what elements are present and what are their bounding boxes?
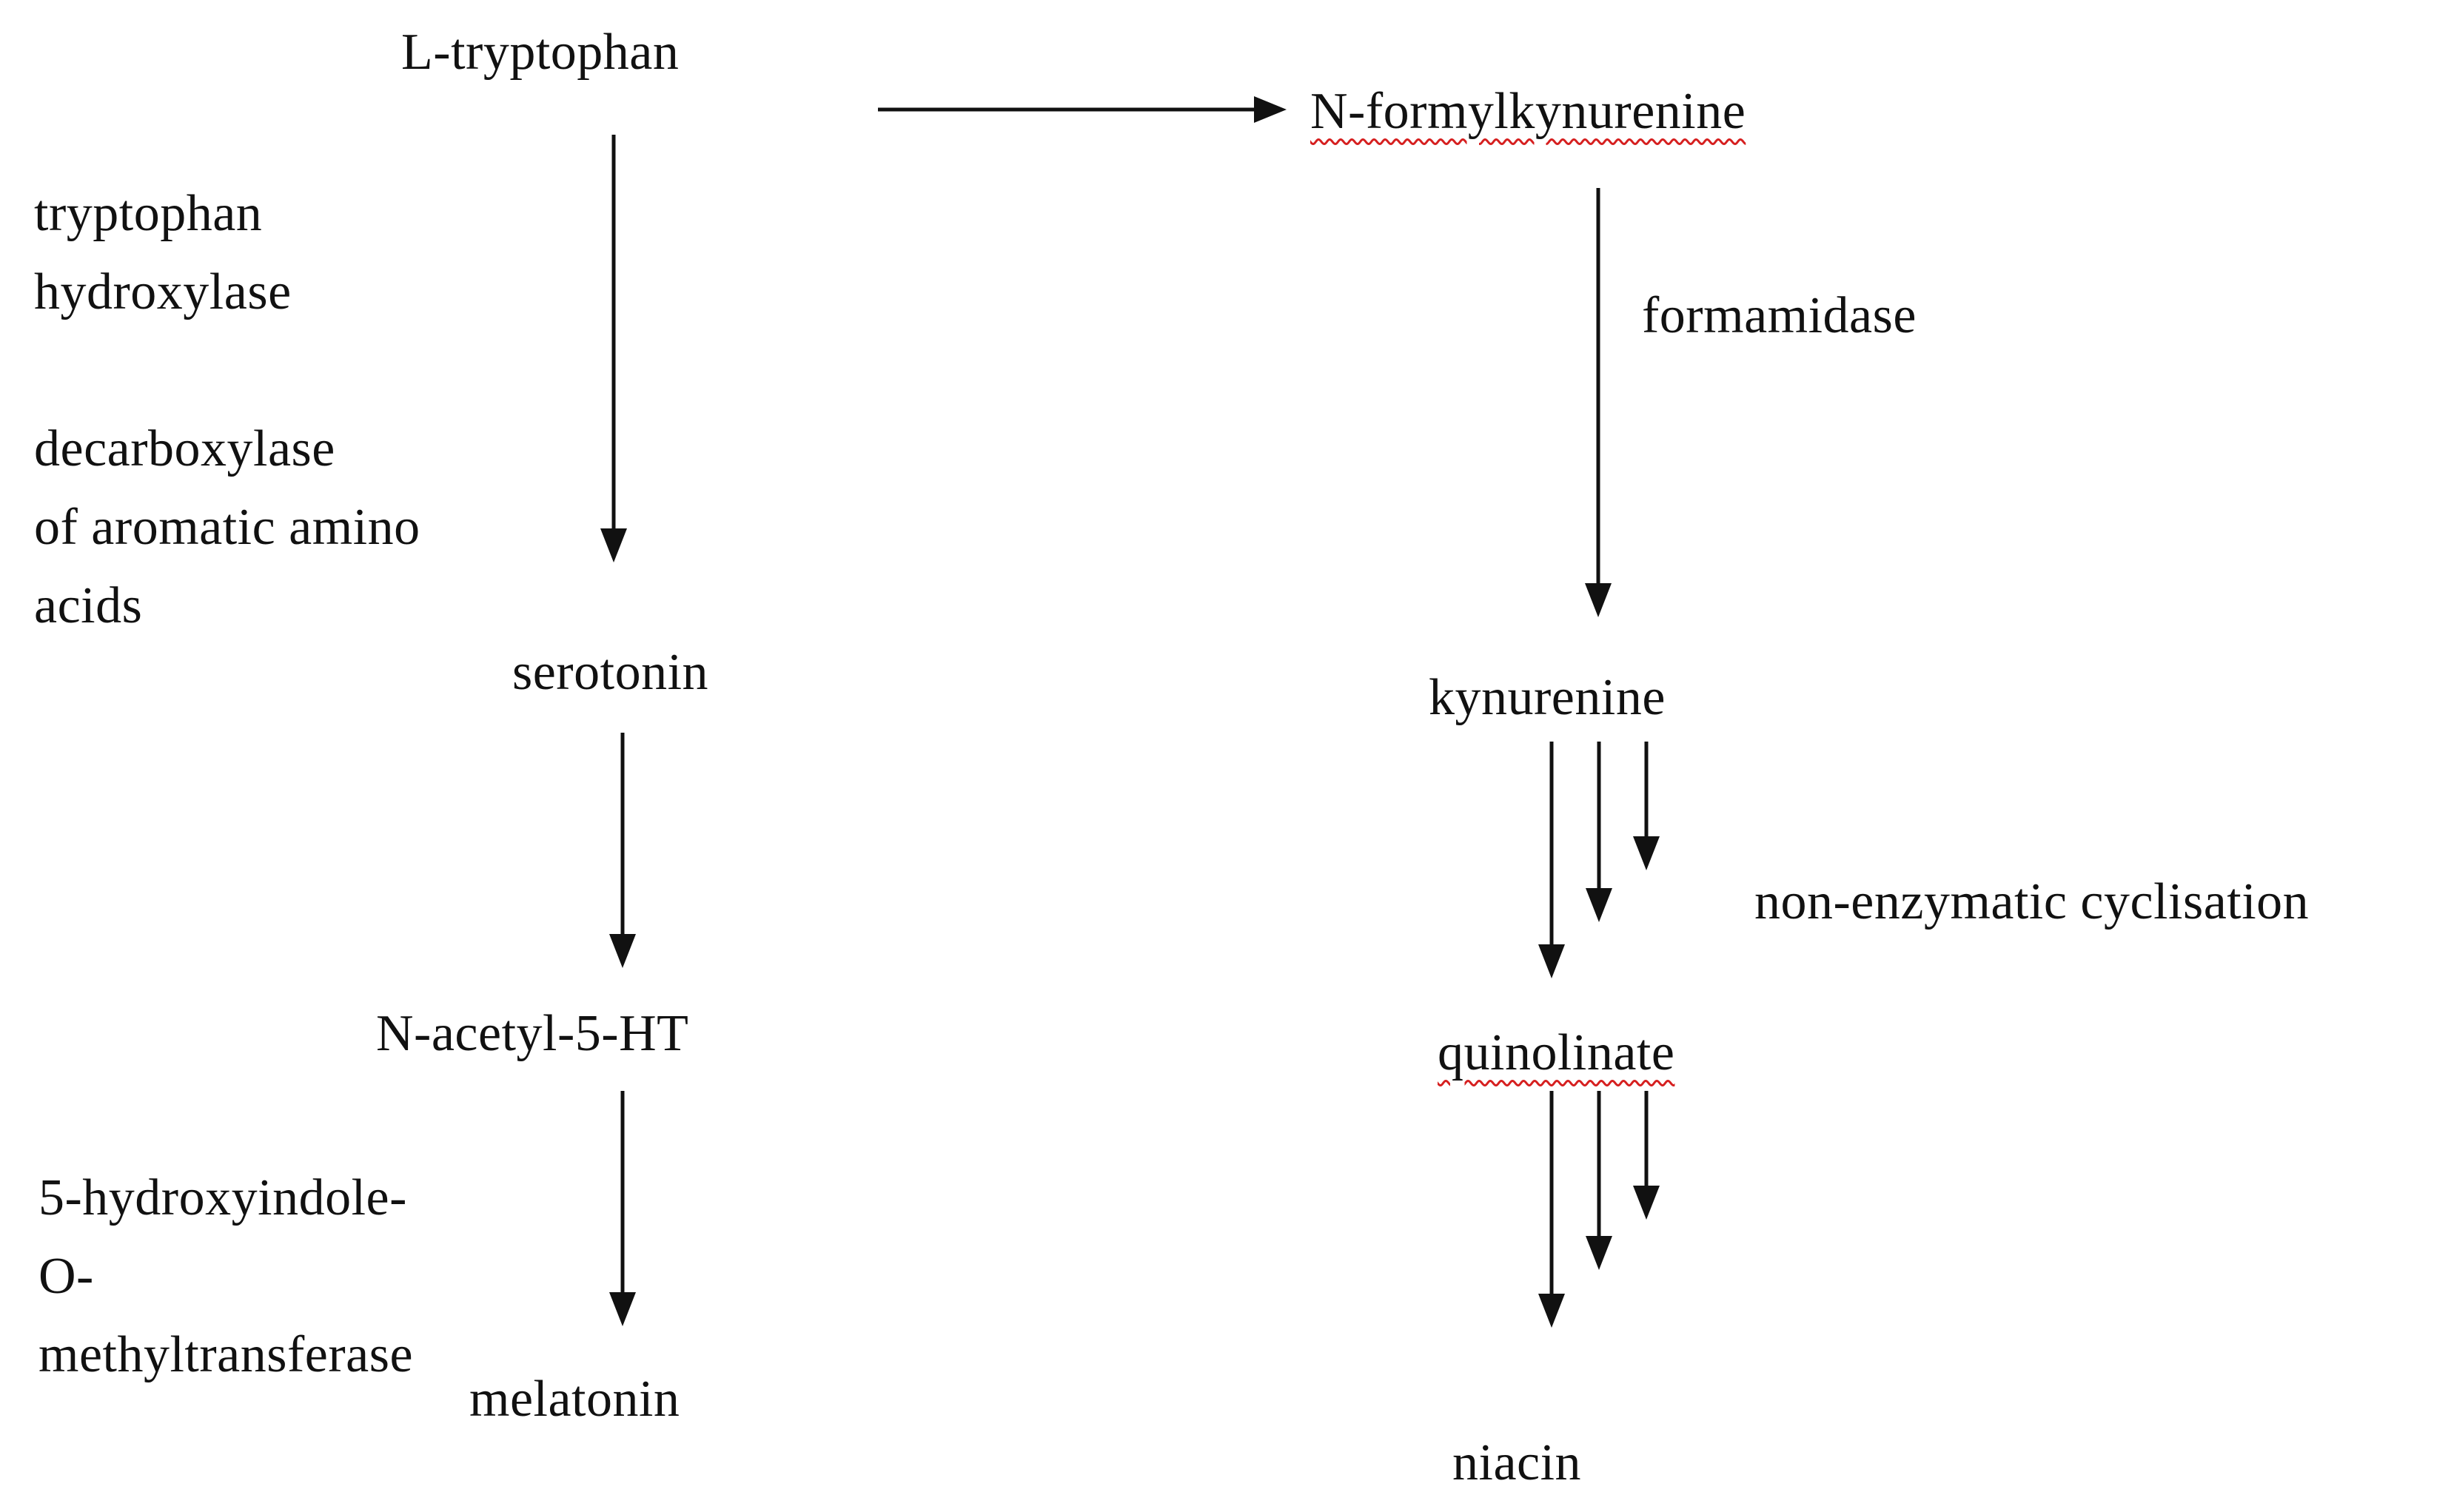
arrow-tryptophan-to-serotonin bbox=[600, 135, 627, 562]
arrow-serotonin-to-n-acetyl-5-ht bbox=[609, 733, 636, 968]
node-n-formylkynurenine: N-formylkynurenine bbox=[1310, 83, 1746, 140]
enzyme-non-enzymatic-cyclisation: non-enzymatic cyclisation bbox=[1754, 873, 2310, 930]
arrows-quinolinate-to-niacin bbox=[1538, 1091, 1660, 1328]
enzyme-methyltransferase-line2: O- bbox=[38, 1248, 94, 1305]
enzyme-decarboxylase-line3: acids bbox=[34, 577, 143, 634]
node-l-tryptophan: L-tryptophan bbox=[401, 24, 680, 81]
arrow-formylkynurenine-to-kynurenine bbox=[1585, 188, 1612, 617]
enzyme-methyltransferase-line3: methyltransferase bbox=[38, 1326, 414, 1383]
enzyme-formamidase: formamidase bbox=[1642, 287, 1917, 344]
enzyme-tryptophan-hydroxylase-line1: tryptophan bbox=[34, 185, 263, 242]
enzyme-decarboxylase-line1: decarboxylase bbox=[34, 420, 335, 477]
arrow-n-acetyl-5-ht-to-melatonin bbox=[609, 1091, 636, 1326]
node-melatonin: melatonin bbox=[469, 1371, 680, 1428]
node-serotonin: serotonin bbox=[512, 644, 709, 701]
arrows-kynurenine-to-quinolinate bbox=[1538, 742, 1660, 978]
enzyme-decarboxylase-line2: of aromatic amino bbox=[34, 499, 420, 556]
arrow-tryptophan-to-formylkynurenine bbox=[878, 96, 1287, 123]
enzyme-methyltransferase-line1: 5-hydroxyindole- bbox=[38, 1169, 407, 1226]
enzyme-tryptophan-hydroxylase-line2: hydroxylase bbox=[34, 263, 292, 320]
node-niacin: niacin bbox=[1452, 1434, 1582, 1491]
node-n-acetyl-5-ht: N-acetyl-5-HT bbox=[376, 1005, 689, 1062]
node-kynurenine: kynurenine bbox=[1429, 669, 1666, 726]
node-quinolinate: quinolinate bbox=[1438, 1024, 1675, 1081]
